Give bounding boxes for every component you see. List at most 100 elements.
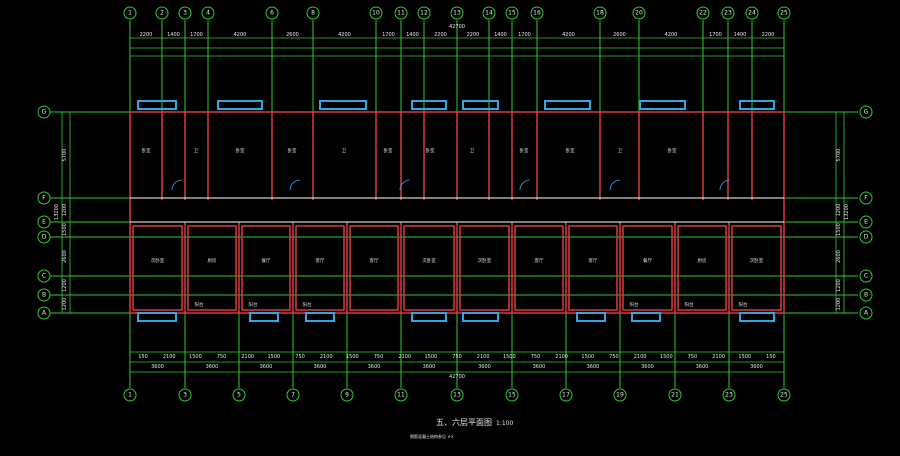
axis-label-left: E bbox=[42, 219, 46, 226]
room-label-upper: 卫 bbox=[194, 148, 199, 154]
axis-bubble-top bbox=[123, 6, 137, 20]
dim-text-bottom-detail: 150 bbox=[766, 354, 776, 360]
drawing-title: 五、六层平面图 bbox=[436, 417, 492, 427]
dim-text-bottom-detail: 2100 bbox=[398, 354, 411, 360]
dim-text-top: 1700 bbox=[709, 32, 722, 38]
window-bottom bbox=[411, 312, 447, 322]
dim-text-bottom-detail: 1500 bbox=[346, 354, 359, 360]
axis-label-top: 11 bbox=[397, 10, 405, 17]
dim-text-bottom-detail: 1500 bbox=[424, 354, 437, 360]
balcony-label: 阳台 bbox=[249, 301, 258, 308]
room-box-lower bbox=[295, 225, 345, 311]
axis-bubble-left bbox=[37, 306, 51, 320]
dim-text-top: 4200 bbox=[234, 32, 247, 38]
axis-label-left: F bbox=[42, 195, 46, 202]
window-bottom bbox=[739, 312, 775, 322]
axis-label-top: 2 bbox=[160, 10, 164, 17]
axis-bubble-right bbox=[859, 215, 873, 229]
room-label-lower: 次卧室 bbox=[422, 257, 436, 264]
dim-text-bottom-detail: 2100 bbox=[712, 354, 725, 360]
dim-text-top: 2200 bbox=[467, 32, 480, 38]
dim-text-bottom-detail: 750 bbox=[688, 354, 698, 360]
axis-label-top: 18 bbox=[596, 10, 604, 17]
door-swing bbox=[609, 179, 621, 191]
axis-label-right: A bbox=[864, 310, 869, 317]
balcony-label: 阳台 bbox=[739, 301, 748, 308]
dim-text-left: 2600 bbox=[62, 250, 68, 263]
axis-label-bottom: 21 bbox=[671, 392, 679, 399]
dim-text-right: 1200 bbox=[836, 279, 842, 292]
room-box-lower bbox=[731, 225, 782, 311]
axis-bubble-top bbox=[306, 6, 320, 20]
axis-label-bottom: 3 bbox=[183, 392, 187, 399]
balcony-label: 阳台 bbox=[630, 301, 639, 308]
dim-text-top: 2200 bbox=[140, 32, 153, 38]
dim-text-top: 1700 bbox=[518, 32, 531, 38]
room-box-lower bbox=[241, 225, 291, 311]
dim-text-bottom-detail: 1500 bbox=[581, 354, 594, 360]
dim-text-bottom-detail: 150 bbox=[138, 354, 148, 360]
window-top bbox=[217, 100, 263, 110]
room-label-lower: 次卧室 bbox=[478, 257, 492, 264]
room-box-lower bbox=[459, 225, 510, 311]
dim-text-bottom: 3600 bbox=[368, 364, 381, 370]
dim-text-bottom-detail: 2100 bbox=[241, 354, 254, 360]
axis-label-right: C bbox=[864, 273, 868, 280]
dim-text-left: 1200 bbox=[62, 279, 68, 292]
door-swing bbox=[399, 179, 411, 191]
axis-bubble-top bbox=[505, 6, 519, 20]
dim-text-right: 1200 bbox=[836, 298, 842, 311]
axis-bubble-top bbox=[265, 6, 279, 20]
dim-text-right: 2600 bbox=[836, 250, 842, 263]
dim-text-bottom-detail: 2100 bbox=[555, 354, 568, 360]
axis-bubble-left bbox=[37, 288, 51, 302]
axis-label-bottom: 9 bbox=[345, 392, 349, 399]
room-label-upper: 卧室 bbox=[384, 147, 393, 154]
axis-bubble-right bbox=[859, 269, 873, 283]
axis-bubble-left bbox=[37, 105, 51, 119]
axis-label-top: 4 bbox=[206, 10, 210, 17]
dim-text-top: 1400 bbox=[406, 32, 419, 38]
dim-text-top: 1400 bbox=[734, 32, 747, 38]
door-swing bbox=[719, 179, 731, 191]
axis-bubble-top bbox=[745, 6, 759, 20]
axis-bubble-top bbox=[155, 6, 169, 20]
window-bottom bbox=[631, 312, 661, 322]
axis-label-top: 23 bbox=[724, 10, 732, 17]
dim-total-top: 42700 bbox=[449, 24, 465, 30]
axis-bubble-right bbox=[859, 288, 873, 302]
dim-text-top: 1400 bbox=[494, 32, 507, 38]
axis-bubble-bottom bbox=[668, 388, 682, 402]
dim-text-top: 2600 bbox=[286, 32, 299, 38]
dim-text-bottom-detail: 2100 bbox=[320, 354, 333, 360]
dim-text-bottom: 3600 bbox=[587, 364, 600, 370]
window-top bbox=[319, 100, 367, 110]
room-label-lower: 厨房 bbox=[698, 257, 707, 264]
dim-text-bottom: 3600 bbox=[641, 364, 654, 370]
axis-bubble-top bbox=[721, 6, 735, 20]
drawing-scale: 1:100 bbox=[496, 420, 513, 427]
dim-text-bottom-detail: 2100 bbox=[477, 354, 490, 360]
axis-label-bottom: 7 bbox=[291, 392, 295, 399]
dim-text-bottom-detail: 750 bbox=[295, 354, 305, 360]
axis-label-bottom: 19 bbox=[616, 392, 624, 399]
drawing-note: 钢筋混凝土结构参见 ×× bbox=[410, 433, 454, 439]
dim-text-right: 1200 bbox=[836, 204, 842, 217]
axis-label-top: 24 bbox=[748, 10, 756, 17]
axis-bubble-bottom bbox=[613, 388, 627, 402]
dim-text-left: 5700 bbox=[62, 149, 68, 162]
dim-text-bottom: 3600 bbox=[151, 364, 164, 370]
wall-layer bbox=[129, 111, 785, 314]
axis-label-top: 8 bbox=[311, 10, 315, 17]
axis-label-top: 14 bbox=[485, 10, 493, 17]
axis-label-top: 10 bbox=[372, 10, 380, 17]
axis-bubble-top bbox=[178, 6, 192, 20]
room-label-upper: 卧室 bbox=[236, 147, 245, 154]
axis-bubble-bottom bbox=[450, 388, 464, 402]
dim-text-bottom: 3600 bbox=[423, 364, 436, 370]
dim-text-bottom-detail: 750 bbox=[452, 354, 462, 360]
axis-bubble-top bbox=[201, 6, 215, 20]
axis-bubble-bottom bbox=[394, 388, 408, 402]
axis-label-bottom: 23 bbox=[725, 392, 733, 399]
